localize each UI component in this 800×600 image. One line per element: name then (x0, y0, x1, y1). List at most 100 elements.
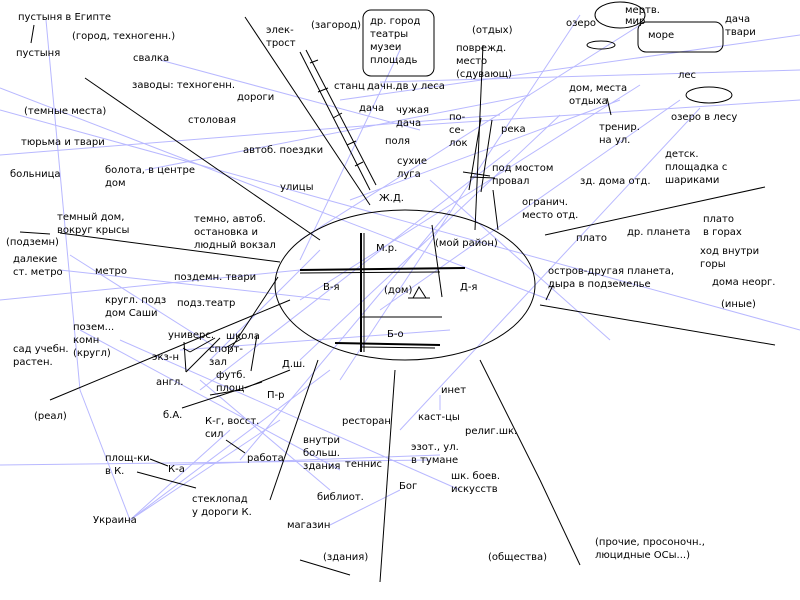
connector-lines (0, 14, 800, 526)
label-lake: озеро (566, 18, 597, 29)
label-restaurant: ресторан (342, 416, 391, 427)
label-english: англ. (156, 377, 184, 388)
label-training: тренир. на ул. (599, 122, 640, 146)
label-gym: спорт- зал (209, 344, 243, 368)
label-streets: улицы (280, 182, 314, 193)
label-playground: детск. площадка с шариками (665, 149, 728, 186)
river-bridge (462, 117, 496, 193)
label-ka: К-а (168, 464, 185, 475)
center-section-home: (дом) (384, 285, 413, 296)
label-bus-trips: автоб. поездки (243, 145, 324, 156)
label-factories: заводы: техногенн. (132, 80, 236, 91)
label-work: работа (247, 453, 284, 464)
label-under-bridge: под мостом провал (492, 163, 554, 187)
label-limited-place: огранич. место отд. (522, 197, 579, 221)
label-island: остров-другая планета, дыра в подземелье (548, 266, 675, 290)
label-sea: море (648, 30, 675, 41)
center-section-b: Б-о (387, 329, 404, 340)
category-city: (город, техногенн.) (72, 31, 176, 42)
label-plateau: плато (576, 233, 608, 244)
center-section-my-district: (мой район) (435, 238, 498, 249)
label-castes: каст-цы (418, 412, 460, 423)
label-mountain-plateau: плато в горах (703, 214, 742, 238)
label-relig-school: религ.шк. (465, 426, 518, 437)
label-underground-theatre: подз.театр (177, 298, 236, 309)
label-village: по- се- лок (449, 112, 468, 149)
label-god: Бог (399, 481, 418, 492)
label-garden: сад учебн. растен. (13, 344, 69, 368)
label-kg: К-г, восст. сил (205, 416, 260, 440)
label-damaged-place: поврежд. место (сдувающ) (456, 43, 512, 80)
category-countryside: (загород) (311, 20, 361, 31)
label-canteen: столовая (188, 115, 236, 126)
label-electric: элек- трост (266, 25, 296, 49)
label-underground-creatures: поздемн. твари (174, 272, 257, 283)
label-univ: универс. (168, 330, 215, 341)
label-fields: поля (385, 136, 411, 147)
label-dry-meadows: сухие луга (397, 156, 427, 180)
label-underground-room: позем... комн (кругл) (73, 322, 115, 359)
category-real: (реал) (34, 411, 67, 422)
label-inorganic-houses: дома неорг. (712, 277, 776, 288)
category-other: (иные) (721, 299, 756, 310)
label-squares-k: площ-ки в К. (105, 453, 150, 477)
center-section-d: Д-я (460, 282, 478, 293)
label-inet: инет (441, 385, 467, 396)
label-library: библиот. (317, 492, 364, 503)
spoke-lines (49, 16, 776, 583)
label-dark-house: темный дом, вокруг крысы (57, 212, 130, 236)
label-railway: Ж.Д. (379, 193, 404, 204)
label-shop: магазин (287, 520, 331, 531)
center-section-v: В-я (323, 282, 340, 293)
category-societies: (общества) (488, 552, 548, 563)
center-section-mr: М.р. (376, 243, 398, 254)
label-far-metro: далекие ст. метро (13, 254, 63, 278)
label-tennis: теннис (345, 459, 383, 470)
center-map (274, 209, 536, 361)
category-dark-places: (темные места) (24, 106, 107, 117)
label-round-underground: кругл. подз дом Саши (105, 295, 167, 319)
category-underground: (подземн) (6, 237, 59, 248)
label-dacha: дача (359, 103, 385, 114)
label-esoteric: эзот., ул. в тумане (411, 442, 459, 466)
label-forest: лес (678, 70, 697, 81)
railway-track (299, 49, 377, 191)
category-buildings: (здания) (323, 552, 369, 563)
label-other-planet: др. планета (627, 227, 691, 238)
category-misc: (прочие, просоночн., люцидные ОСы...) (595, 537, 705, 561)
label-egypt-desert: пустыня в Египте (18, 12, 112, 23)
label-dark-bus: темно, автоб. остановка и людный вокзал (194, 214, 276, 251)
label-inside-mountain: ход внутри горы (700, 246, 760, 270)
label-hospital: больница (10, 169, 61, 180)
label-ba: б.А. (163, 410, 183, 421)
label-station: станц (334, 81, 365, 92)
label-pr: П-р (267, 390, 285, 401)
label-dsh: Д.ш. (282, 359, 306, 370)
label-glassfall: стеклопад у дороги К. (192, 494, 252, 518)
label-other-city: др. город театры музеи площадь (370, 16, 421, 66)
label-dacha-creatures: дача твари (725, 14, 756, 38)
label-dacha-forest: дачн.дв у леса (367, 81, 445, 92)
label-swamps: болота, в центре дом (105, 165, 195, 189)
label-desert: пустыня (16, 48, 61, 59)
short-strokes (19, 24, 612, 489)
label-forest-lake: озеро в лесу (671, 112, 738, 123)
label-dead-world: мертв. мир (625, 5, 660, 27)
label-home-rest: дом, места отдыха (569, 83, 628, 107)
label-metro: метро (95, 266, 127, 277)
label-river: река (501, 124, 526, 135)
label-martial: шк. боев. искусств (451, 471, 501, 495)
label-roads: дороги (237, 92, 275, 103)
label-exam: экз-н (152, 352, 179, 363)
label-ukraine: Украина (93, 515, 137, 526)
label-inside-big: внутри больш. здания (303, 435, 341, 472)
shapes (362, 1, 733, 104)
label-dump: свалка (133, 53, 170, 64)
label-school: школа (226, 331, 260, 342)
label-rest-houses: зд. дома отд. (580, 176, 651, 187)
label-foreign-dacha: чужая дача (396, 105, 429, 129)
label-prison: тюрьма и твари (21, 137, 105, 148)
category-rest: (отдых) (472, 25, 513, 36)
label-football: футб. площ (216, 370, 246, 394)
